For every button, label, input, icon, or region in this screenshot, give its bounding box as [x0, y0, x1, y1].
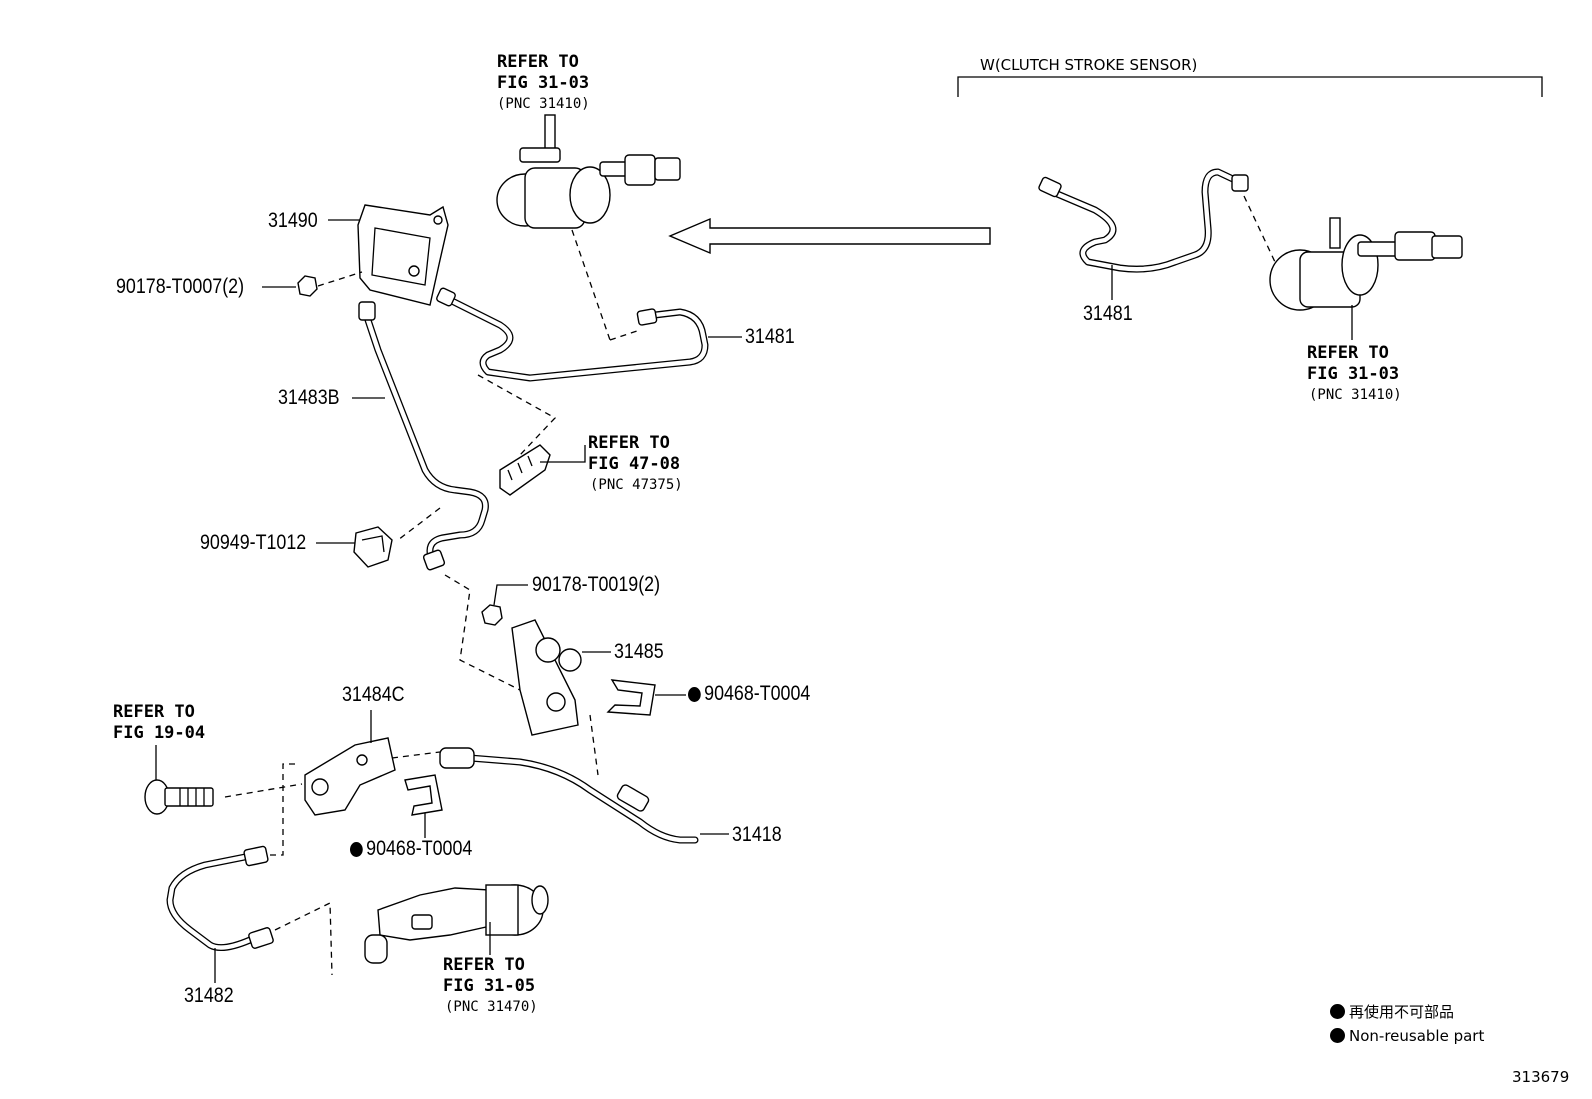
- illustration-id: 313679: [1512, 1068, 1570, 1086]
- ref-right-line2[interactable]: FIG 31-03: [1307, 364, 1400, 384]
- hose-31418: [439, 747, 699, 844]
- pipe-31483b: [358, 301, 489, 571]
- part-90468-lower-label[interactable]: 90468-T0004: [350, 838, 472, 859]
- filled-circle-icon: [1330, 1028, 1345, 1043]
- part-90468-upper-label[interactable]: 90468-T0004: [688, 683, 810, 704]
- part-31481-alt-label[interactable]: 31481: [1083, 302, 1133, 325]
- part-31484c-label[interactable]: 31484C: [342, 683, 405, 706]
- left-arrow-icon: [668, 217, 991, 255]
- part-90178-t0007-label[interactable]: 90178-T0007(2): [116, 275, 245, 298]
- ref-1904-line2[interactable]: FIG 19-04: [113, 723, 206, 743]
- part-31485-label[interactable]: 31485: [614, 640, 664, 663]
- master-cylinder-sensor: [1269, 217, 1463, 311]
- clip-90468-lower: [404, 774, 443, 816]
- part-31490-label[interactable]: 31490: [268, 209, 318, 232]
- block-90949-t1012: [353, 526, 393, 568]
- nut-90178-t0007: [297, 275, 318, 297]
- pipe-31481-alt: [1038, 168, 1249, 273]
- ref-3105-pnc: (PNC 31470): [445, 999, 538, 1015]
- clamp-47375: [499, 444, 551, 496]
- release-cylinder: [364, 884, 549, 964]
- part-90468-upper-text: 90468-T0004: [704, 682, 811, 705]
- legend-en-text: Non-reusable part: [1349, 1027, 1485, 1045]
- ref-4708-line2[interactable]: FIG 47-08: [588, 454, 681, 474]
- part-90178-t0019-label[interactable]: 90178-T0019(2): [532, 573, 661, 596]
- ref-right-pnc: (PNC 31410): [1309, 387, 1402, 403]
- ref-3105-line2[interactable]: FIG 31-05: [443, 976, 536, 996]
- part-31418-label[interactable]: 31418: [732, 823, 782, 846]
- part-31483b-label[interactable]: 31483B: [278, 386, 340, 409]
- part-31482-label[interactable]: 31482: [184, 984, 234, 1007]
- ref-1904-line1[interactable]: REFER TO: [113, 702, 195, 722]
- filled-circle-icon: [1330, 1004, 1345, 1019]
- pipe-31481-main: [436, 287, 709, 382]
- ref-3105-line1[interactable]: REFER TO: [443, 955, 525, 975]
- variant-label: W(CLUTCH STROKE SENSOR): [980, 56, 1198, 74]
- ref-top-pnc: (PNC 31410): [497, 96, 590, 112]
- part-31481-main-label[interactable]: 31481: [745, 325, 795, 348]
- ref-top-line1[interactable]: REFER TO: [497, 52, 579, 72]
- ref-4708-line1[interactable]: REFER TO: [588, 433, 670, 453]
- nut-90178-t0019: [481, 604, 503, 626]
- ref-4708-pnc: (PNC 47375): [590, 477, 683, 493]
- ref-top-line2[interactable]: FIG 31-03: [497, 73, 590, 93]
- clip-90468-upper: [606, 679, 656, 716]
- ref-right-line1[interactable]: REFER TO: [1307, 343, 1389, 363]
- legend-jp-text: 再使用不可部品: [1349, 1003, 1455, 1021]
- legend-jp: 再使用不可部品: [1330, 1004, 1454, 1020]
- bracket-31484c: [304, 737, 396, 816]
- variant-bracket: [957, 76, 1543, 97]
- bracket-31490: [357, 204, 449, 306]
- pipe-31482: [166, 845, 274, 952]
- legend-en: Non-reusable part: [1330, 1028, 1484, 1044]
- filled-circle-icon: [350, 842, 363, 857]
- master-cylinder-top: [496, 114, 681, 229]
- part-90949-t1012-label[interactable]: 90949-T1012: [200, 531, 307, 554]
- bolt-1904: [144, 779, 214, 815]
- filled-circle-icon: [688, 687, 701, 702]
- part-90468-lower-text: 90468-T0004: [366, 837, 473, 860]
